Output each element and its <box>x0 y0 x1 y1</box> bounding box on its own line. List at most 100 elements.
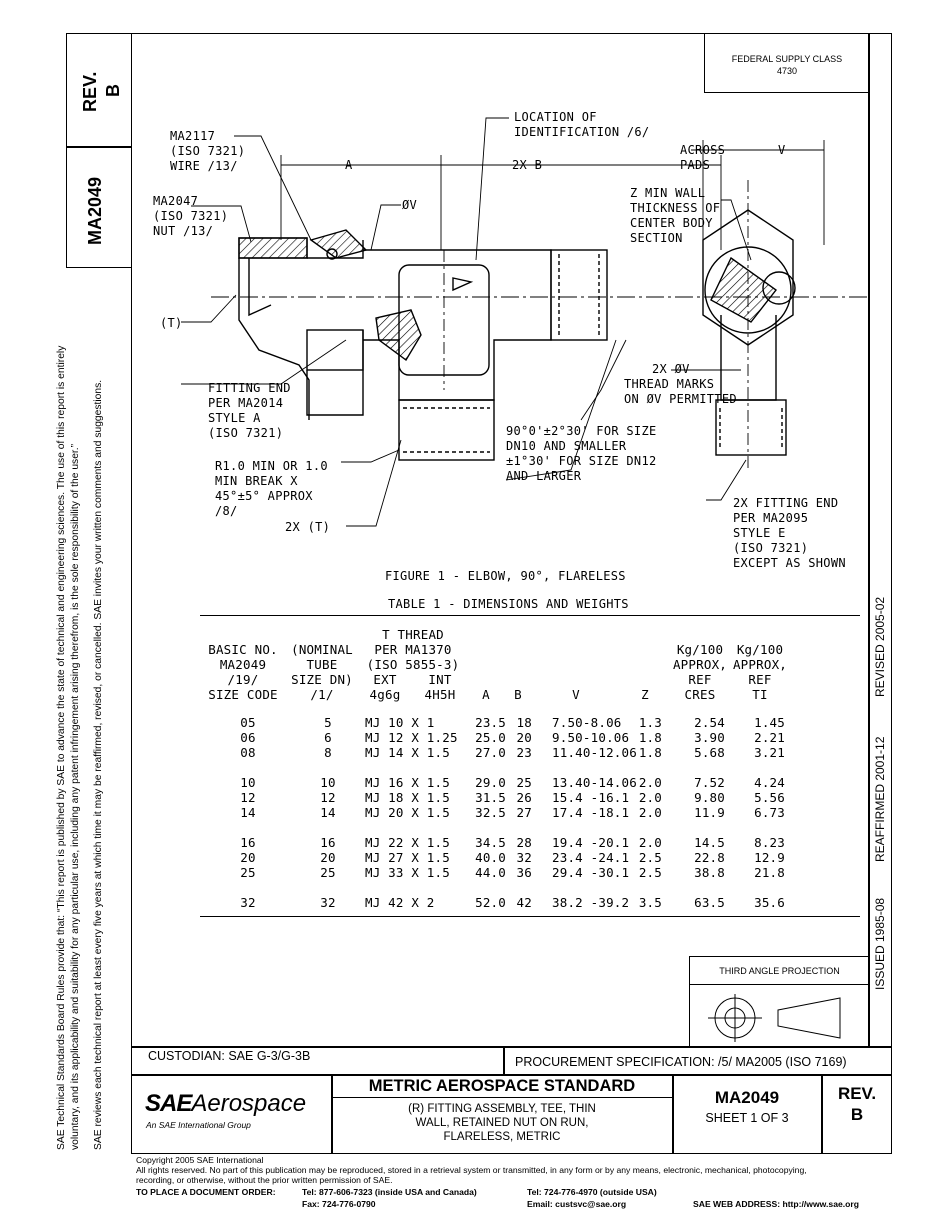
elbow-drawing <box>181 117 868 527</box>
cell-weight-ti: 35.6 <box>754 895 785 910</box>
cell-thread: MJ 14 X 1.5 <box>365 745 450 760</box>
logo-divider <box>331 1074 333 1154</box>
issued-date: ISSUED 1985-08 <box>873 897 887 990</box>
supply-class-box <box>704 33 870 93</box>
cell-weight-cres: 22.8 <box>694 850 725 865</box>
tel-outside: Tel: 724-776-4970 (outside USA) <box>527 1187 657 1197</box>
cell-size-code: 16 <box>240 835 256 850</box>
cell-tube-size: 12 <box>320 790 336 805</box>
web-address: SAE WEB ADDRESS: http://www.sae.org <box>693 1199 859 1209</box>
standard-title-rule <box>331 1097 672 1099</box>
standard-title: METRIC AEROSPACE STANDARD <box>368 1077 636 1095</box>
logo-aerospace: Aerospace <box>191 1090 307 1117</box>
header-cres: Kg/100 APPROX, REF CRES <box>672 642 728 702</box>
cell-weight-ti: 21.8 <box>754 865 785 880</box>
sae-aerospace-logo: SAEAerospace <box>145 1090 306 1118</box>
cell-dim-z: 1.3 <box>638 715 662 730</box>
table-bottom-rule <box>200 916 860 918</box>
order-label: TO PLACE A DOCUMENT ORDER: <box>136 1187 276 1197</box>
notice-line-1: SAE Technical Standards Board Rules prov… <box>56 345 67 1150</box>
cell-size-code: 32 <box>240 895 256 910</box>
cell-weight-cres: 14.5 <box>694 835 725 850</box>
dimension-a: A <box>345 158 353 172</box>
notice-line-2: voluntary, and its applicability and sui… <box>70 443 81 1150</box>
cell-dim-z: 1.8 <box>638 745 662 760</box>
cell-dim-v: 19.4 -20.1 <box>552 835 630 850</box>
custodian-divider <box>503 1046 505 1074</box>
header-int: INT 4H5H <box>424 672 456 702</box>
cell-weight-ti: 1.45 <box>754 715 785 730</box>
header-ext: EXT 4g6g <box>369 672 401 702</box>
cell-dim-a: 29.0 <box>475 775 506 790</box>
fax: Fax: 724-776-0790 <box>302 1199 376 1209</box>
rights-line-2: recording, or otherwise, without the pri… <box>136 1175 393 1185</box>
cell-weight-ti: 2.21 <box>754 730 785 745</box>
cell-thread: MJ 10 X 1 <box>365 715 435 730</box>
cell-thread: MJ 27 X 1.5 <box>365 850 450 865</box>
callout-t: (T) <box>160 316 183 330</box>
cell-dim-v: 17.4 -18.1 <box>552 805 630 820</box>
callout-ma2047: MA2047 (ISO 7321) NUT /13/ <box>153 194 229 238</box>
cell-size-code: 12 <box>240 790 256 805</box>
dimension-2xb: 2X B <box>512 158 543 172</box>
cell-weight-cres: 2.54 <box>694 715 725 730</box>
left-doc-number: MA2049 <box>85 176 105 245</box>
copyright: Copyright 2005 SAE International <box>136 1155 264 1165</box>
logo-sae: SAE <box>145 1090 192 1117</box>
cell-weight-ti: 8.23 <box>754 835 785 850</box>
cell-tube-size: 10 <box>320 775 336 790</box>
rev-divider <box>821 1074 823 1154</box>
cell-weight-cres: 38.8 <box>694 865 725 880</box>
title-rev-label: REV. <box>837 1084 877 1103</box>
header-v: V <box>572 687 580 702</box>
callout-fitting-end: FITTING END PER MA2014 STYLE A (ISO 7321… <box>208 381 291 440</box>
projection-box <box>689 956 870 1048</box>
cell-size-code: 25 <box>240 865 256 880</box>
cell-tube-size: 5 <box>324 715 332 730</box>
cell-dim-z: 2.0 <box>638 790 662 805</box>
cell-size-code: 06 <box>240 730 256 745</box>
cell-dim-v: 23.4 -24.1 <box>552 850 630 865</box>
cell-dim-a: 23.5 <box>475 715 506 730</box>
cell-dim-a: 25.0 <box>475 730 506 745</box>
cell-dim-b: 25 <box>516 775 532 790</box>
cell-dim-v: 13.40-14.06 <box>552 775 637 790</box>
cell-weight-cres: 63.5 <box>694 895 725 910</box>
main-frame <box>131 33 892 1154</box>
header-tube: (NOMINAL TUBE SIZE DN) /1/ <box>291 642 353 702</box>
sheet-number: SHEET 1 OF 3 <box>705 1111 789 1125</box>
right-strip-divider <box>868 33 870 1047</box>
cell-dim-b: 26 <box>516 790 532 805</box>
cell-thread: MJ 12 X 1.25 <box>365 730 458 745</box>
left-rev-label: REV. <box>80 71 100 112</box>
title-block-top-rule <box>131 1046 892 1048</box>
header-b: B <box>514 687 522 702</box>
callout-thread-marks: THREAD MARKS ON ØV PERMITTED <box>624 377 737 406</box>
tel-usa: Tel: 877-606-7323 (inside USA and Canada… <box>302 1187 477 1197</box>
cell-weight-cres: 9.80 <box>694 790 725 805</box>
cell-dim-v: 11.40-12.06 <box>552 745 637 760</box>
callout-angle: 90°0'±2°30' FOR SIZE DN10 AND SMALLER ±1… <box>506 424 657 483</box>
cell-dim-b: 18 <box>516 715 532 730</box>
cell-dim-a: 52.0 <box>475 895 506 910</box>
left-rev-value: B <box>103 84 123 97</box>
callout-ma2117: MA2117 (ISO 7321) WIRE /13/ <box>170 129 246 173</box>
revised-date: REVISED 2005-02 <box>873 596 887 697</box>
reaffirmed-date: REAFFIRMED 2001-12 <box>873 736 887 862</box>
cell-dim-v: 9.50-10.06 <box>552 730 630 745</box>
projection-label: THIRD ANGLE PROJECTION <box>719 966 840 976</box>
cell-weight-cres: 3.90 <box>694 730 725 745</box>
cell-weight-cres: 5.68 <box>694 745 725 760</box>
cell-dim-a: 40.0 <box>475 850 506 865</box>
table-top-rule <box>200 615 860 617</box>
cell-dim-b: 36 <box>516 865 532 880</box>
cell-weight-cres: 7.52 <box>694 775 725 790</box>
callout-two-dia-v: 2X ØV <box>652 362 690 376</box>
cell-dim-v: 15.4 -16.1 <box>552 790 630 805</box>
cell-tube-size: 6 <box>324 730 332 745</box>
header-z: Z <box>641 687 649 702</box>
supply-class-value: 4730 <box>776 66 798 76</box>
cell-weight-ti: 3.21 <box>754 745 785 760</box>
callout-r1: R1.0 MIN OR 1.0 MIN BREAK X 45°±5° APPRO… <box>215 459 328 518</box>
cell-dim-z: 2.0 <box>638 835 662 850</box>
